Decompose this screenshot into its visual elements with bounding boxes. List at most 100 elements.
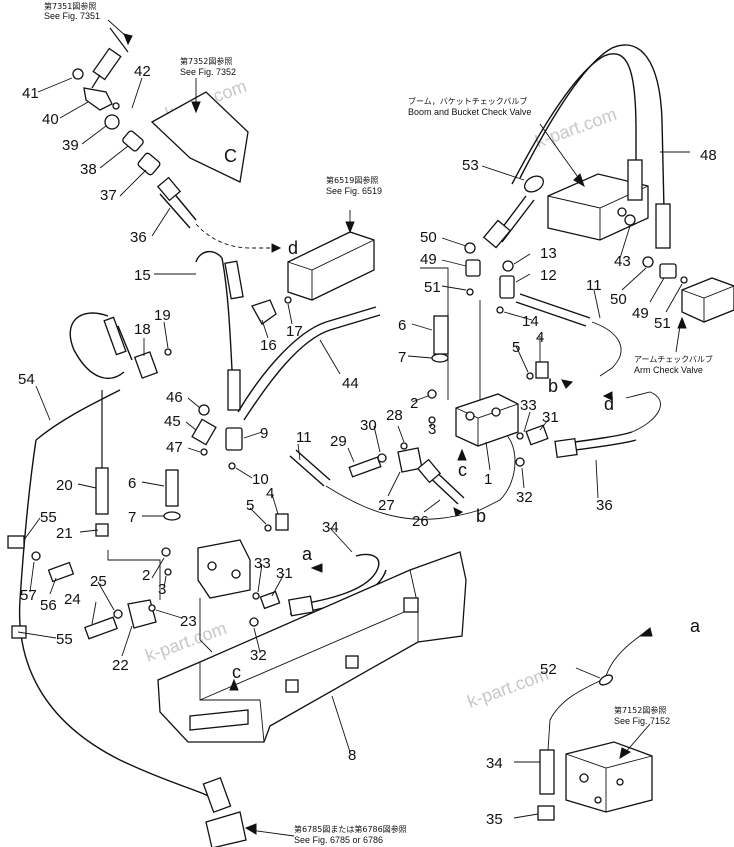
- plug-4-upper: [535, 361, 549, 379]
- junction-block-6519: [287, 231, 375, 301]
- part-callout: 13: [540, 245, 557, 262]
- washer-57: [31, 551, 41, 561]
- ref-boom-en: Boom and Bucket Check Valve: [408, 107, 531, 117]
- plug-32-upper: [515, 457, 525, 467]
- bracket-7352: [150, 91, 249, 183]
- boom-bucket-check-valve: [464, 44, 671, 377]
- left-hose-routing: [7, 251, 516, 801]
- part-callout: 55: [56, 631, 73, 648]
- ref-7352-en: See Fig. 7352: [180, 67, 236, 77]
- oring-17: [284, 296, 292, 304]
- connector-9: [225, 427, 243, 451]
- oring-5-lower: [264, 524, 272, 532]
- hose-end-34: [288, 595, 314, 617]
- part-callout: 31: [276, 565, 293, 582]
- connector-tag-d-right: d: [604, 394, 614, 414]
- oring-51-b: [680, 276, 688, 284]
- oring-19: [164, 348, 172, 356]
- connector-35: [537, 805, 555, 821]
- part-callout: 11: [586, 277, 602, 294]
- part-callout: 6: [128, 475, 136, 492]
- part-callout: 56: [40, 597, 57, 614]
- assembly-7152: [537, 635, 653, 821]
- connector-tags: d a a b b c c d: [232, 238, 701, 682]
- central-valve-block: [348, 267, 661, 505]
- leader-lines: [17, 77, 690, 819]
- part-callout: 5: [512, 339, 520, 356]
- washer-30: [377, 453, 387, 463]
- part-callout: 16: [260, 337, 277, 354]
- oring-33-lower: [252, 592, 260, 600]
- part-callout: 17: [286, 323, 303, 340]
- ref-6519-jp: 第6519図参照: [326, 175, 378, 185]
- part-callout: 26: [412, 513, 429, 530]
- reference-arrows: [107, 19, 687, 837]
- part-callout: 36: [130, 229, 147, 246]
- hose-fitting-48-a: [627, 159, 643, 201]
- lower-valve-block: [161, 513, 387, 653]
- part-callout: 43: [614, 253, 631, 270]
- part-callout: 27: [378, 497, 395, 514]
- part-callout: 4: [536, 329, 544, 346]
- part-callout: 33: [520, 397, 537, 414]
- hose-end-26: [416, 458, 442, 484]
- part-callout: 53: [462, 157, 479, 174]
- connector-43-a: [624, 214, 636, 226]
- plug-50-b: [642, 256, 654, 268]
- part-callout: 12: [540, 267, 557, 284]
- ref-6519-en: See Fig. 6519: [326, 186, 382, 196]
- oring-5-upper: [526, 372, 534, 380]
- reference-labels: 第7351図参照 See Fig. 7351 第7352図参照 See Fig.…: [44, 1, 713, 845]
- plug-46: [198, 404, 210, 416]
- ref-6785-en: See Fig. 6785 or 6786: [294, 835, 383, 845]
- part-callout: 7: [398, 349, 406, 366]
- clamp-22: [127, 599, 157, 629]
- connector-tag-arrows: [229, 243, 653, 691]
- plug-50: [464, 242, 476, 254]
- oring-47: [200, 448, 208, 456]
- oring-23: [148, 604, 156, 612]
- part-callout: 1: [484, 471, 492, 488]
- ref-boom-jp: ブーム，バケットチェックバルブ: [408, 96, 527, 106]
- part-callout: 44: [342, 375, 359, 392]
- nut-39: [104, 114, 120, 130]
- part-callout: 30: [360, 417, 377, 434]
- part-callout: 42: [134, 63, 151, 80]
- connector-37: [137, 152, 161, 176]
- part-callout: 24: [64, 591, 81, 608]
- connector-45: [191, 418, 217, 446]
- part-callout: 2: [142, 567, 150, 584]
- elbow-16: [251, 299, 277, 325]
- bolt-6-upper: [433, 315, 449, 355]
- oring-14: [496, 306, 504, 314]
- part-callout: 9: [260, 425, 268, 442]
- watermark-2: k-part.com: [533, 104, 620, 152]
- connector-tag-a-left: a: [302, 544, 313, 564]
- ref-7351-jp: 第7351図参照: [44, 1, 96, 11]
- elbow-40: [83, 87, 113, 111]
- ref-arm-jp: アームチェックバルブ: [634, 354, 713, 364]
- bolt-29: [348, 456, 382, 478]
- part-callout: 41: [22, 85, 39, 102]
- washer-7-upper: [431, 353, 449, 363]
- part-callout: 28: [386, 407, 403, 424]
- part-callout: 51: [654, 315, 671, 332]
- part-callout: 3: [158, 581, 166, 598]
- part-callout: 50: [420, 229, 437, 246]
- part-callout: 3: [428, 421, 436, 438]
- part-callout: 29: [330, 433, 347, 450]
- oring-3-lower: [164, 568, 172, 576]
- ref-7152-en: See Fig. 7152: [614, 716, 670, 726]
- hose-fitting-34-lower: [539, 749, 555, 795]
- part-callout: 52: [540, 661, 557, 678]
- clamp-53: [524, 175, 544, 193]
- part-callout: 54: [18, 371, 35, 388]
- part-callout: 5: [246, 497, 254, 514]
- part-callout: 32: [516, 489, 533, 506]
- bolt-56: [47, 561, 75, 583]
- part-callout: 4: [266, 485, 274, 502]
- part-callout: 49: [632, 305, 649, 322]
- part-callout: 45: [164, 413, 181, 430]
- connector-38: [122, 130, 144, 152]
- part-callout: 38: [80, 161, 97, 178]
